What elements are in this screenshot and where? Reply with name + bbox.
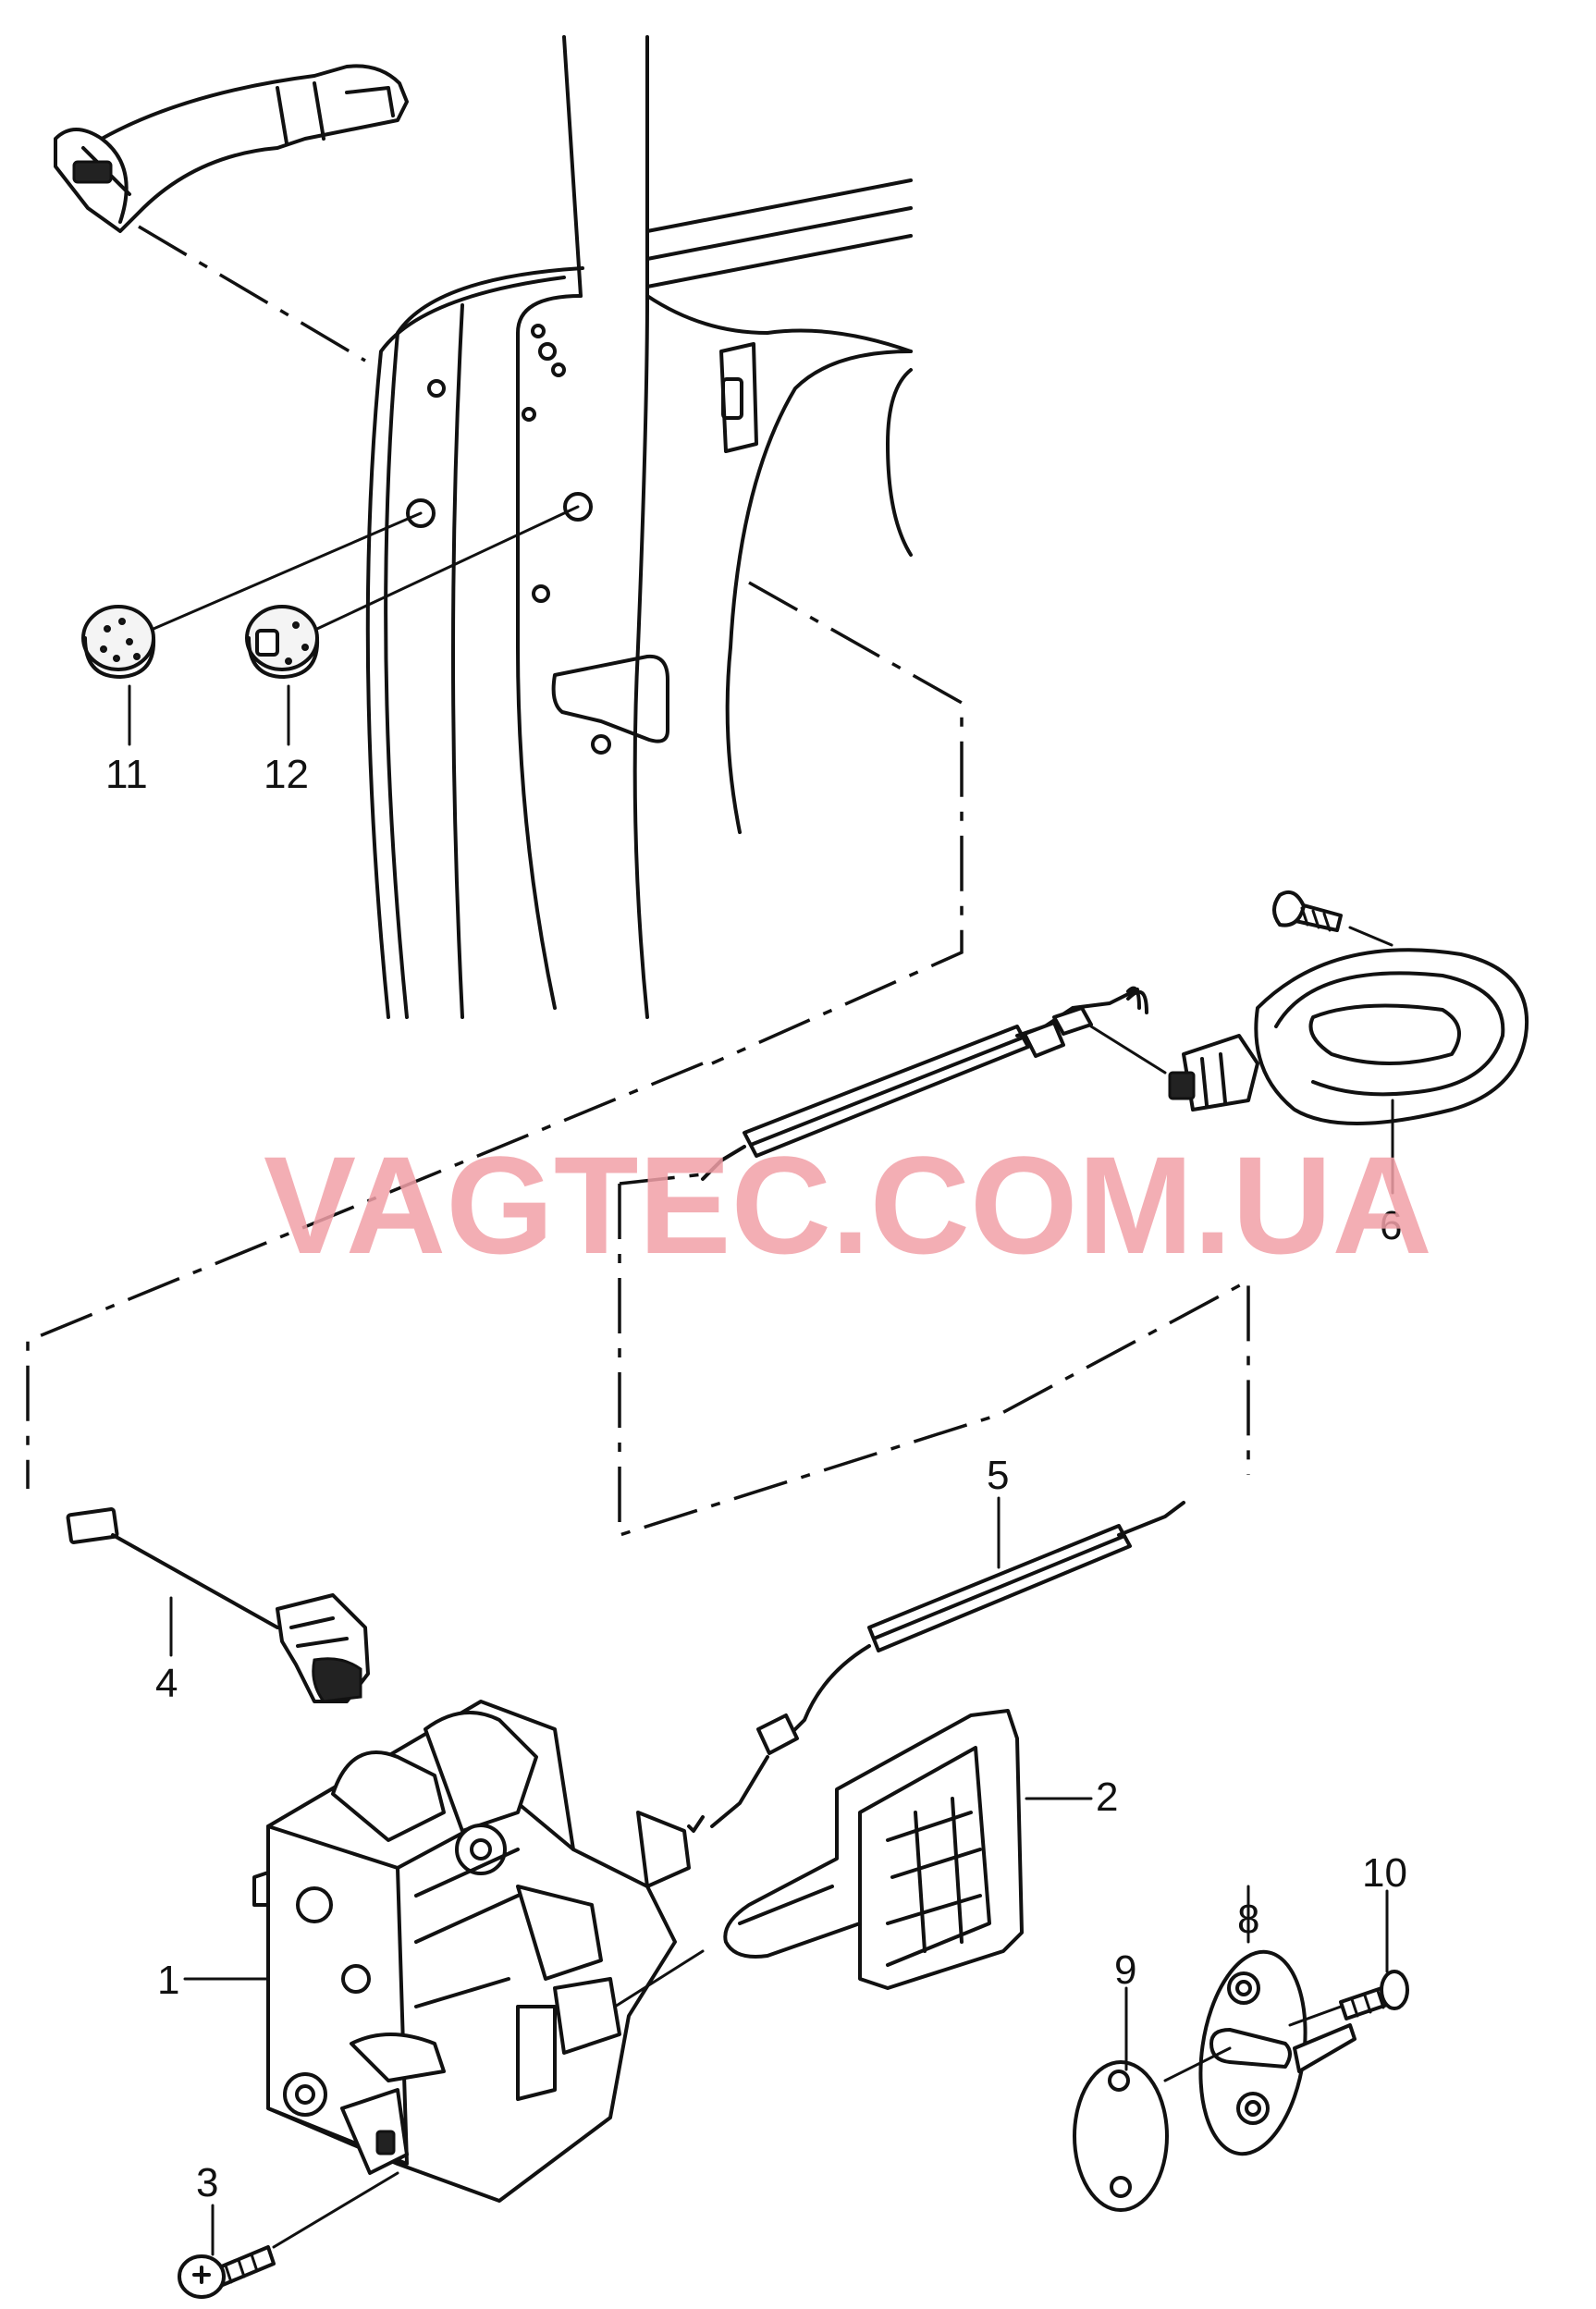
callout-9: 9 xyxy=(1114,1947,1136,1993)
interior-door-handle xyxy=(1168,890,1529,1195)
callout-labels: 1 2 3 4 5 6 8 9 10 11 12 xyxy=(105,752,1407,2205)
callout-8: 8 xyxy=(1237,1897,1259,1942)
sealing-plug-12 xyxy=(245,605,320,679)
callout-2: 2 xyxy=(1096,1775,1118,1820)
door-panel xyxy=(365,35,964,1065)
door-lock-unit xyxy=(183,1700,705,2203)
callout-12: 12 xyxy=(264,752,309,797)
callout-1: 1 xyxy=(157,1958,179,2003)
watermark-text: VAGTEC.COM.UA xyxy=(264,1127,1432,1283)
leader-12-to-door xyxy=(315,505,580,631)
lock-screw xyxy=(178,2171,399,2299)
callout-4: 4 xyxy=(155,1661,178,1706)
lower-release-cable xyxy=(687,1496,1185,1833)
sealing-plug-11 xyxy=(81,605,156,679)
striker-screw xyxy=(1288,1889,1409,2027)
striker-shim xyxy=(1073,1986,1169,2212)
callout-11: 11 xyxy=(105,752,148,797)
callout-5: 5 xyxy=(987,1453,1009,1498)
exterior-door-handle xyxy=(54,64,409,362)
cable-dash-box xyxy=(618,1184,1250,1538)
upper-release-cable xyxy=(701,986,1167,1181)
leader-11-to-door xyxy=(152,511,423,631)
callout-3: 3 xyxy=(196,2160,218,2205)
lock-dash-outline xyxy=(26,1062,704,1489)
callout-10: 10 xyxy=(1362,1850,1407,1896)
wiring-connector xyxy=(66,1507,370,1703)
door-striker xyxy=(1163,1885,1357,2156)
lock-cover xyxy=(723,1709,1093,1990)
callout-6: 6 xyxy=(1380,1203,1402,1248)
